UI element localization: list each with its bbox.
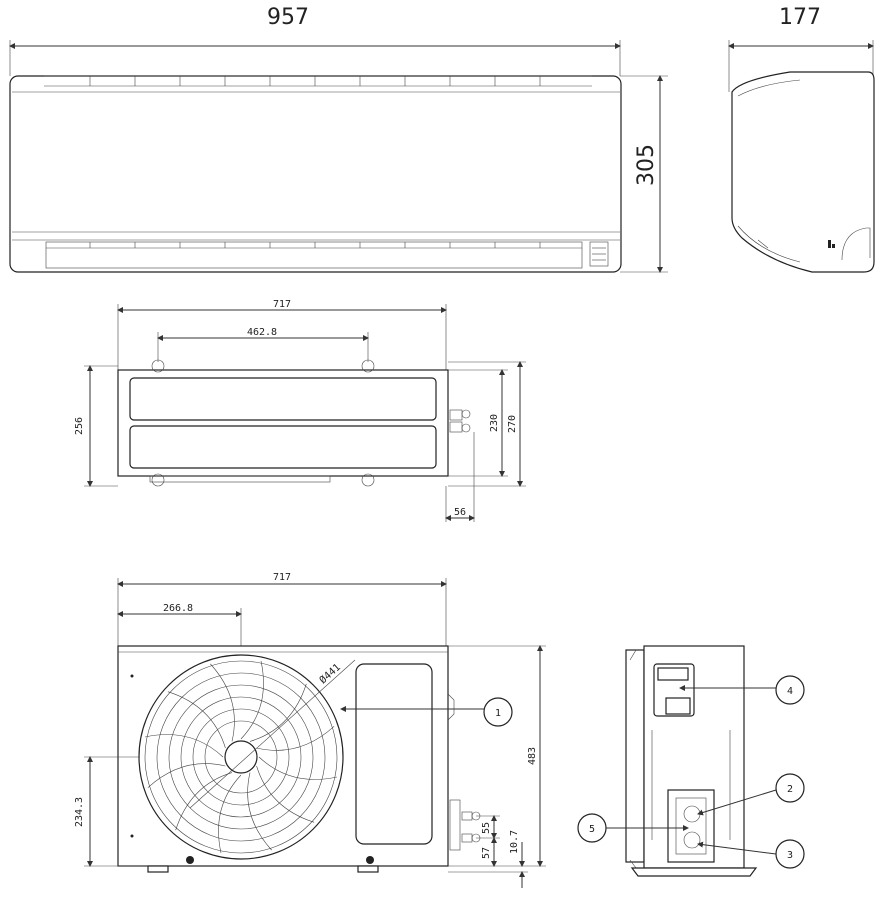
indoor-unit-side-view: 177	[728, 5, 875, 273]
dim-outdoor-height: 483	[527, 747, 538, 765]
dim-fan-center: 266.8	[163, 603, 193, 614]
svg-text:2: 2	[787, 784, 793, 795]
dim-mount-hole-spacing: 462.8	[247, 327, 277, 338]
service-valves	[449, 799, 481, 851]
svg-text:5: 5	[589, 824, 595, 835]
outdoor-unit-front-view: 717 266.8	[74, 572, 546, 888]
pipe-connector	[449, 409, 471, 433]
dim-mount-270: 270	[507, 415, 518, 433]
outdoor-unit-side-view: 4 2 3 5	[577, 645, 805, 877]
svg-text:1: 1	[495, 708, 501, 719]
dim-outdoor-55: 55	[481, 822, 492, 834]
dim-outdoor-10-7: 10.7	[509, 830, 520, 854]
dim-outdoor-234: 234.3	[74, 797, 85, 827]
dim-mount-56: 56	[454, 507, 466, 518]
callout-5: 5	[577, 813, 607, 843]
dim-mount-width: 717	[273, 299, 291, 310]
dim-indoor-depth: 177	[779, 5, 821, 30]
svg-text:3: 3	[787, 850, 793, 861]
dim-outdoor-57: 57	[481, 847, 492, 859]
dim-mount-height: 256	[74, 417, 85, 435]
callout-3: 3	[775, 839, 805, 869]
callout-2: 2	[775, 773, 805, 803]
callout-4: 4	[775, 675, 805, 705]
indoor-unit-front-view: 957	[9, 5, 668, 273]
dim-indoor-width: 957	[267, 5, 309, 30]
callout-1: 1	[483, 697, 513, 727]
mounting-plate-view: 717 462.8 256 230 270	[74, 299, 526, 522]
dim-outdoor-width: 717	[273, 572, 291, 583]
dim-indoor-height: 305	[634, 144, 659, 186]
fan-guard	[138, 654, 344, 860]
svg-text:4: 4	[787, 686, 793, 697]
dim-mount-230: 230	[489, 414, 500, 432]
